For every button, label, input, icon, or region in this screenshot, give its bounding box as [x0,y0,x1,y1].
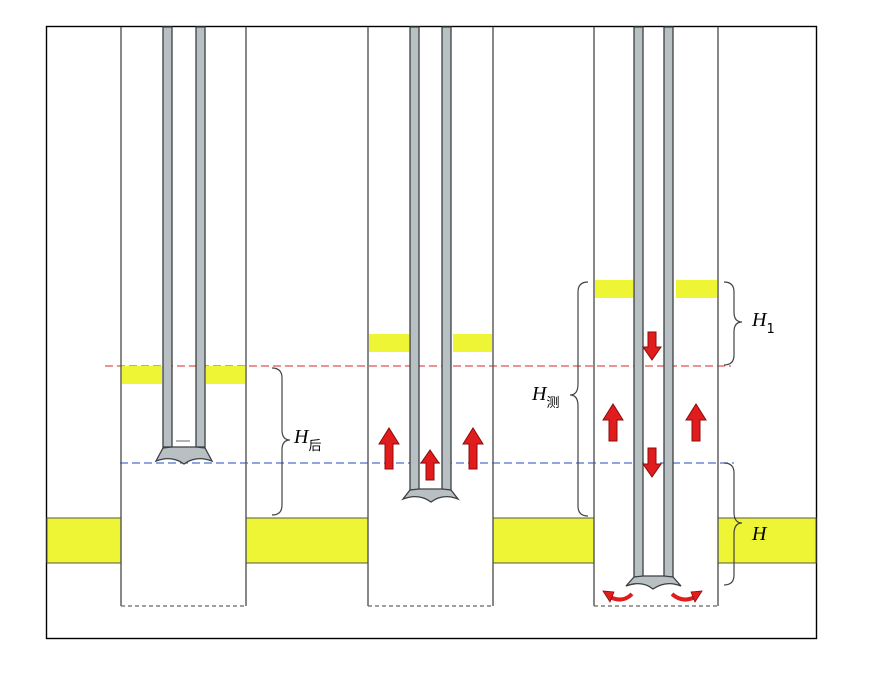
seal-band [122,366,162,384]
formation-band [46,517,817,564]
flow-up-arrow [685,403,707,442]
seal-band [453,334,492,352]
label-h-measured: H测 [531,383,559,411]
brace-h-after [271,367,291,516]
seal-band [676,280,717,298]
flow-down-arrow [642,331,662,361]
well-2 [367,26,494,607]
brace-h [723,462,743,586]
brace-h1 [723,281,743,366]
outer-frame [45,25,818,640]
label-h: H [751,523,768,545]
seal-band [595,280,633,298]
flow-up-arrow [420,449,440,481]
flow-up-arrow [378,427,400,470]
label-h-after: H后 [293,426,321,454]
label-h1: H1 [751,309,775,337]
flow-up-arrow [602,403,624,442]
drill-bit [625,575,682,590]
drill-bit [154,446,214,465]
brace-h-measured [569,281,589,517]
flow-up-arrow [462,427,484,470]
seal-band [206,366,245,384]
well-3 [593,26,719,607]
drill-bit [401,488,460,503]
seal-band [369,334,409,352]
well-1 [120,26,247,607]
flow-down-arrow [642,447,662,478]
